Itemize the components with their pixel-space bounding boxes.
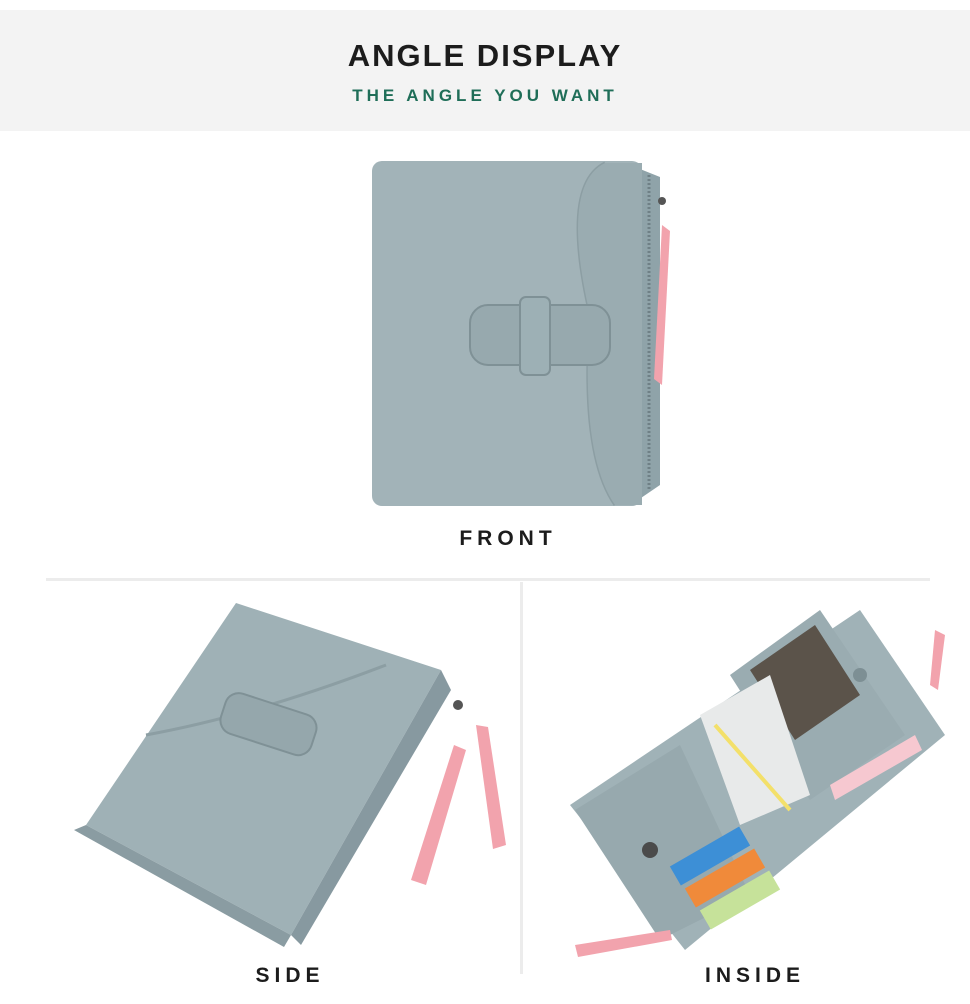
header-banner: ANGLE DISPLAY THE ANGLE YOU WANT <box>0 10 970 131</box>
card-slot-sleeve <box>700 675 810 825</box>
zipper-pull-top <box>930 630 945 690</box>
wallet-side-illustration <box>74 603 506 947</box>
wallet-front-illustration <box>372 161 670 506</box>
wallet-edge <box>291 670 451 945</box>
zipper-pull-1 <box>411 745 466 885</box>
snap-button <box>642 842 658 858</box>
orange-card <box>684 848 766 908</box>
page-title: ANGLE DISPLAY <box>347 38 623 73</box>
wallet-inside-photo <box>560 595 955 965</box>
zipper-pull <box>654 225 670 385</box>
zipper-pull-2 <box>476 725 506 849</box>
wallet-body <box>86 603 441 935</box>
wallet-front-photo <box>360 155 680 515</box>
green-card <box>699 870 781 930</box>
page-subtitle: THE ANGLE YOU WANT <box>352 86 618 105</box>
wallet-side-photo <box>56 595 516 955</box>
divider-vertical <box>520 582 523 974</box>
yellow-card <box>713 723 792 812</box>
strap <box>219 692 318 757</box>
pink-paper <box>830 735 922 800</box>
snap-button-top <box>853 668 867 682</box>
blue-card <box>669 826 751 886</box>
caption-inside: INSIDE <box>704 964 805 987</box>
caption-front: FRONT <box>459 527 557 550</box>
zipper-pull-bottom <box>575 930 672 957</box>
divider-horizontal <box>46 578 930 581</box>
wallet-bottom <box>74 825 291 947</box>
strap-loop <box>519 296 551 376</box>
zipper-slider <box>453 700 463 710</box>
zipper-slider <box>658 197 666 205</box>
caption-side: SIDE <box>255 964 325 987</box>
wallet-inside-illustration <box>570 610 945 957</box>
